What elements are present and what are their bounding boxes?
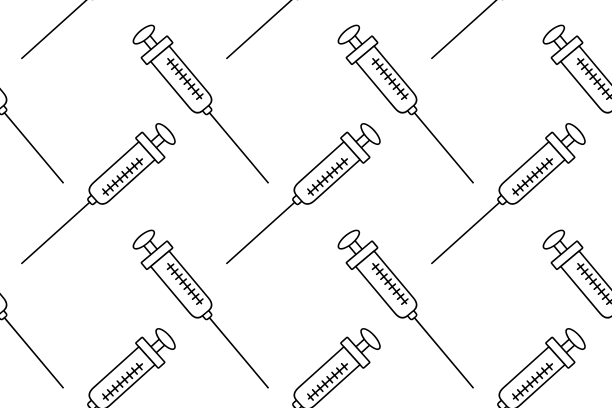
- syringe-body: [536, 224, 612, 330]
- syringe-body: [282, 322, 387, 408]
- syringe-body: [282, 0, 387, 11]
- needle: [430, 200, 502, 265]
- syringe-icon: [430, 117, 592, 265]
- syringe-body: [331, 224, 429, 330]
- syringe-icon: [77, 322, 182, 408]
- needle: [225, 0, 297, 60]
- syringe-body: [126, 224, 224, 330]
- syringe-icon: [20, 0, 182, 60]
- syringe-body: [126, 19, 224, 125]
- needle: [412, 110, 475, 184]
- syringe-body: [77, 322, 182, 408]
- needle: [430, 0, 502, 60]
- syringe-body: [487, 0, 592, 11]
- needle: [207, 110, 270, 184]
- syringe-icon: [487, 322, 592, 408]
- needle: [225, 200, 297, 265]
- syringe-body: [77, 117, 182, 216]
- syringe-body: [331, 19, 429, 125]
- syringe-icon: [430, 0, 592, 60]
- syringe-body: [0, 224, 19, 330]
- needle: [2, 110, 65, 184]
- syringe-icon: [20, 117, 182, 265]
- syringe-icon: [0, 19, 65, 184]
- syringe-icon: [0, 224, 65, 389]
- syringe-icon: [225, 117, 387, 265]
- syringe-body: [0, 19, 19, 125]
- needle: [20, 0, 92, 60]
- syringe-body: [487, 117, 592, 216]
- syringe-icon: [331, 224, 475, 389]
- syringe-body: [487, 322, 592, 408]
- syringe-body: [536, 19, 612, 125]
- syringe-icon: [126, 224, 270, 389]
- syringe-body: [282, 117, 387, 216]
- syringe-icon: [225, 0, 387, 60]
- syringe-icon: [282, 322, 387, 408]
- needle: [2, 315, 65, 389]
- needle: [20, 200, 92, 265]
- needle: [207, 315, 270, 389]
- syringe-icon: [331, 19, 475, 184]
- syringe-icon: [126, 19, 270, 184]
- needle: [412, 315, 475, 389]
- syringe-body: [77, 0, 182, 11]
